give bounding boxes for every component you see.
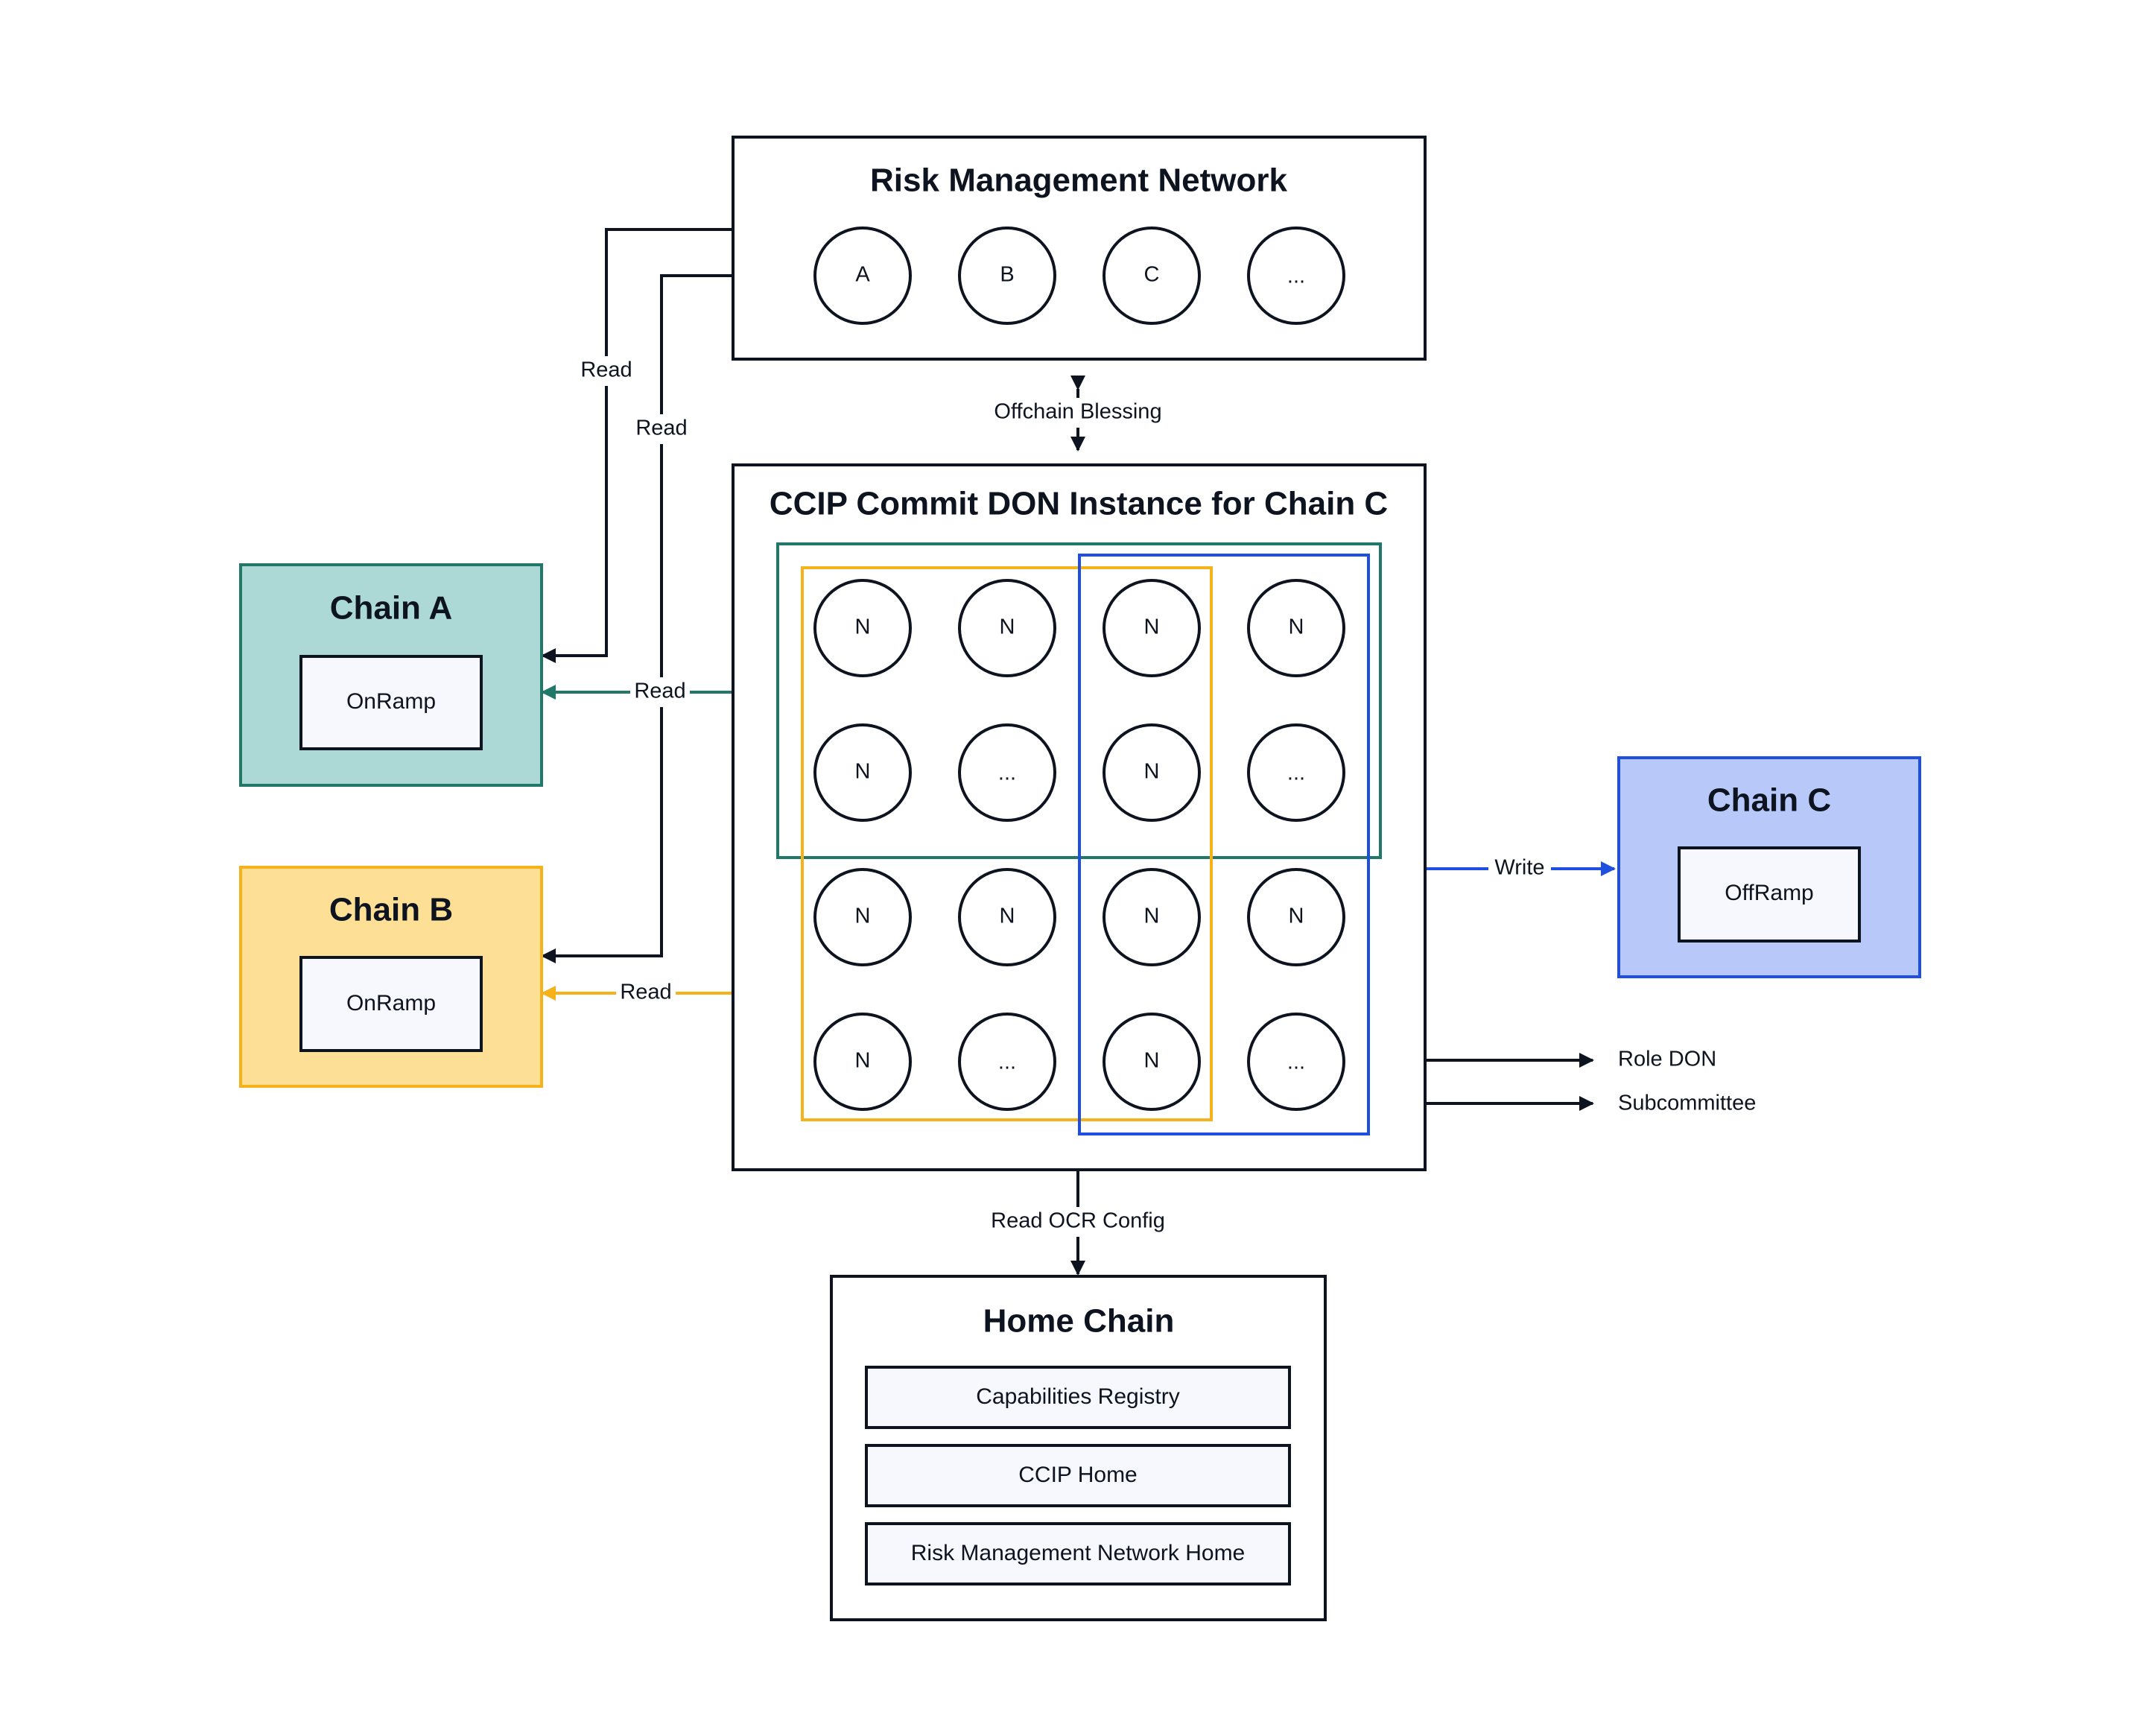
don-node: N	[958, 868, 1056, 966]
don-node: N	[1103, 1013, 1201, 1111]
don-node-label: N	[1289, 905, 1304, 928]
legend-subcommittee: Subcommittee	[1618, 1092, 1756, 1115]
chain-a-title: Chain A	[330, 590, 453, 627]
don-node-label: N	[1289, 615, 1304, 639]
rmn-title: Risk Management Network	[870, 162, 1287, 199]
don-node: N	[1103, 579, 1201, 677]
rmn-node: B	[958, 226, 1056, 325]
chain-c-offramp-label: OffRamp	[1725, 881, 1814, 905]
don-node: ...	[1247, 723, 1345, 822]
don-node-label: ...	[998, 1051, 1016, 1074]
don-node-label: N	[855, 1049, 871, 1073]
home-chain-box: Home Chain Capabilities Registry CCIP Ho…	[830, 1275, 1327, 1621]
chain-a-onramp-box	[299, 655, 483, 750]
don-node: ...	[1247, 1013, 1345, 1111]
chain-a-box: Chain A OnRamp	[239, 563, 543, 787]
edge-label-rmn-read-a: Read	[577, 356, 636, 386]
don-node: N	[813, 1013, 912, 1111]
rmn-node: C	[1103, 226, 1201, 325]
don-node-grid: N N N N N... N... N N N N N... N...	[813, 579, 1345, 1111]
don-node-label: N	[1144, 905, 1160, 928]
edge-label-write-chain-c: Write	[1488, 854, 1551, 884]
legend-role-don: Role DON	[1618, 1048, 1716, 1071]
rmn-box: Risk Management Network A B C ...	[732, 136, 1427, 361]
don-node: N	[813, 868, 912, 966]
rmn-read-b-text: Read	[635, 416, 687, 440]
chain-b-onramp-box	[299, 956, 483, 1052]
chain-c-box: Chain C OffRamp	[1617, 756, 1921, 978]
write-chain-c-text: Write	[1494, 856, 1544, 880]
rmn-node: A	[813, 226, 912, 325]
don-node: N	[958, 579, 1056, 677]
don-node: ...	[958, 1013, 1056, 1111]
don-node: N	[1103, 868, 1201, 966]
rmn-node-label: C	[1144, 263, 1160, 287]
don-node-label: N	[1000, 905, 1015, 928]
rmn-to-chain-a-line	[541, 228, 732, 663]
don-node-label: N	[855, 615, 871, 639]
read-chain-b-text: Read	[620, 981, 671, 1004]
chain-a-onramp-label: OnRamp	[346, 689, 436, 714]
home-chain-title: Home Chain	[983, 1303, 1175, 1340]
rmn-home-label: Risk Management Network Home	[911, 1541, 1246, 1565]
rmn-home-box	[865, 1522, 1291, 1585]
don-node-label: N	[855, 905, 871, 928]
don-node: ...	[958, 723, 1056, 822]
edge-label-offchain-blessing: Offchain Blessing	[985, 398, 1171, 428]
capabilities-registry-box	[865, 1366, 1291, 1429]
don-node: N	[813, 723, 912, 822]
ccip-home-box	[865, 1444, 1291, 1507]
chain-b-box: Chain B OnRamp	[239, 866, 543, 1088]
ccip-home-label: CCIP Home	[1018, 1463, 1138, 1487]
don-node-label: N	[1144, 760, 1160, 784]
don-node-label: N	[1144, 1049, 1160, 1073]
rmn-node-label: B	[1000, 263, 1014, 287]
edge-label-read-chain-a: Read	[630, 677, 690, 707]
capabilities-registry-label: Capabilities Registry	[976, 1384, 1179, 1409]
chain-c-title: Chain C	[1707, 782, 1831, 819]
read-chain-a-text: Read	[634, 679, 685, 703]
rmn-to-chain-b-line	[541, 274, 732, 963]
yellow-subcommittee-outline	[801, 566, 1213, 1121]
read-ocr-config-text: Read OCR Config	[991, 1209, 1165, 1233]
don-node: N	[813, 579, 912, 677]
edge-label-read-chain-b: Read	[616, 978, 676, 1008]
don-node-label: N	[1000, 615, 1015, 639]
edge-label-rmn-read-b: Read	[632, 414, 691, 444]
don-node-label: N	[1144, 615, 1160, 639]
rmn-node-label: ...	[1287, 264, 1305, 288]
edge-label-read-ocr-config: Read OCR Config	[985, 1207, 1171, 1237]
offchain-blessing-text: Offchain Blessing	[994, 400, 1161, 424]
don-node-label: N	[855, 760, 871, 784]
rmn-node: ...	[1247, 226, 1345, 325]
rmn-node-label: A	[855, 263, 870, 287]
don-node: N	[1103, 723, 1201, 822]
chain-b-onramp-label: OnRamp	[346, 991, 436, 1016]
rmn-read-a-text: Read	[580, 358, 632, 382]
chain-b-title: Chain B	[329, 892, 453, 928]
blue-subcommittee-outline	[1078, 554, 1370, 1135]
chain-c-offramp-box	[1678, 846, 1861, 943]
don-node-label: ...	[1287, 761, 1305, 785]
don-node-label: ...	[998, 761, 1016, 785]
commit-don-title: CCIP Commit DON Instance for Chain C	[770, 486, 1388, 522]
don-node-label: ...	[1287, 1051, 1305, 1074]
don-node: N	[1247, 579, 1345, 677]
don-node: N	[1247, 868, 1345, 966]
